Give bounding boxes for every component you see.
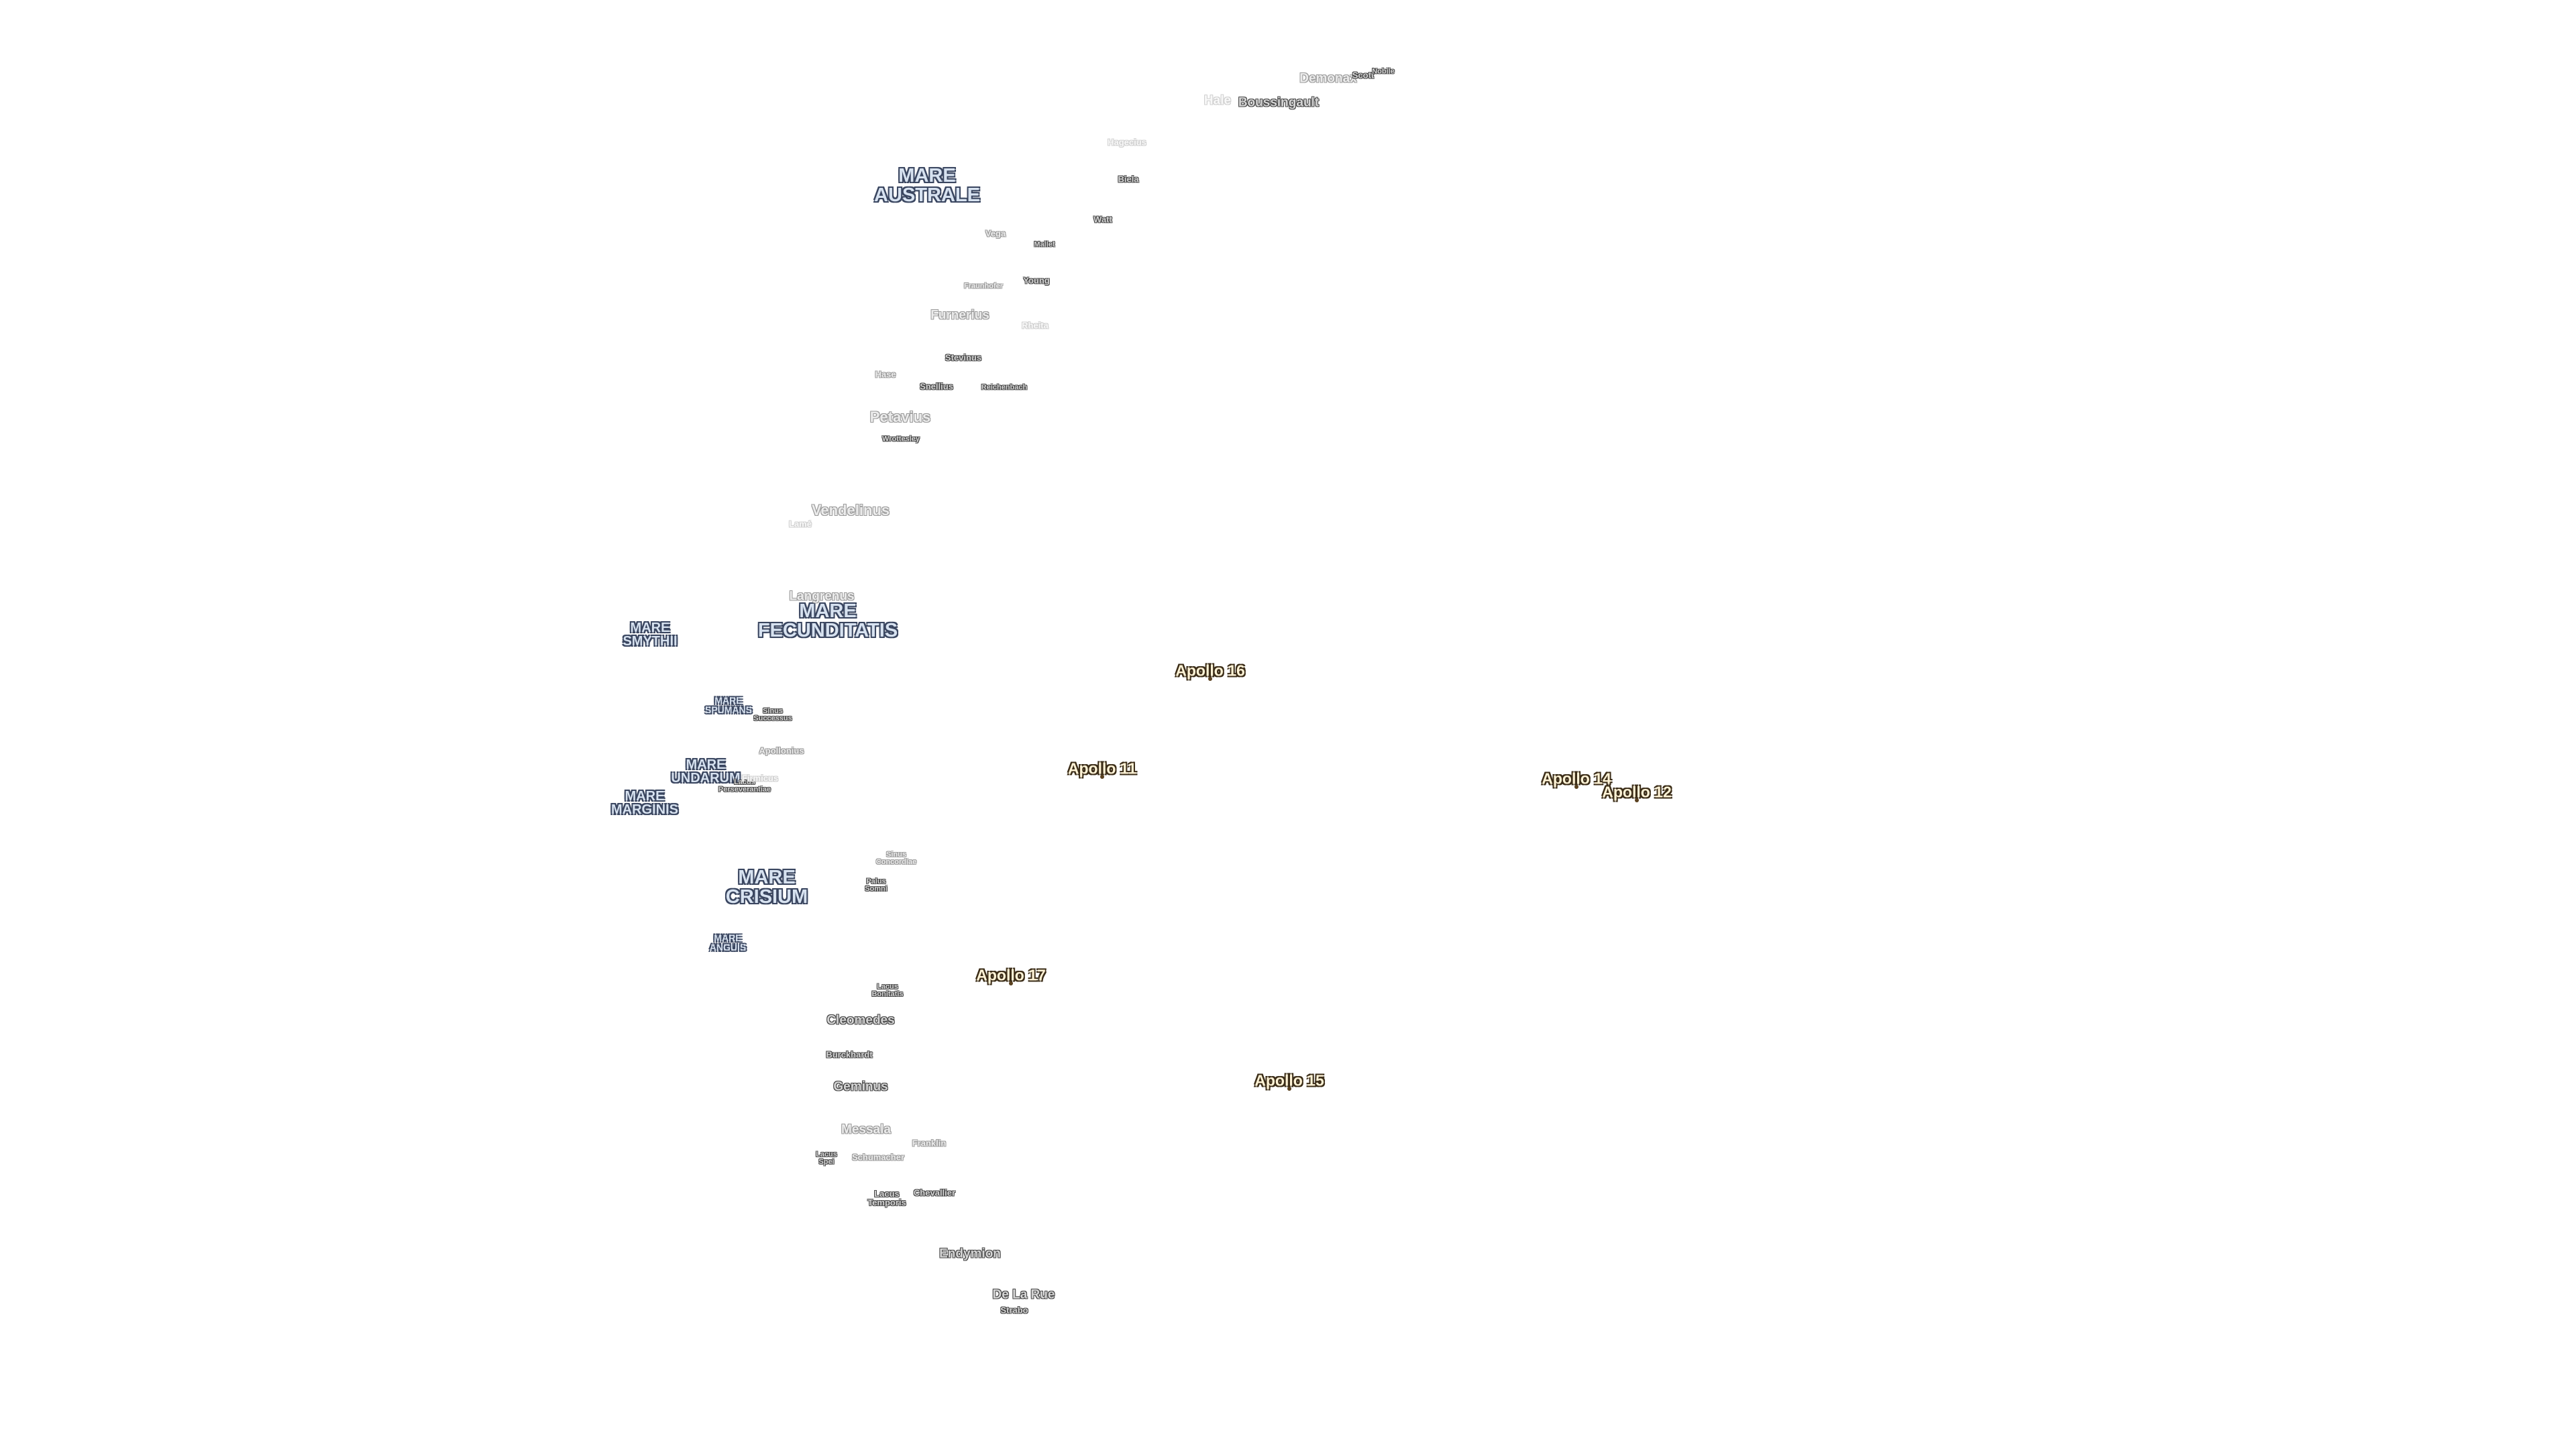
label-apollo-11[interactable]: Apollo 11	[1067, 759, 1137, 777]
label-crater-reichenbach: Reichenbach	[981, 383, 1028, 392]
label-crater-firmicus: Firmicus	[741, 773, 779, 784]
label-mare-spumans: MARE SPUMANS	[704, 695, 753, 715]
label-crater-wrottesley: Wrottesley	[881, 435, 920, 443]
apollo-17-site-marker[interactable]	[1009, 981, 1013, 985]
apollo-15-site-marker[interactable]	[1287, 1087, 1291, 1091]
label-apollo-15[interactable]: Apollo 15	[1254, 1071, 1324, 1089]
label-crater-vega: Vega	[985, 228, 1006, 239]
label-mare-marginis: MARE MARGINIS	[611, 789, 678, 817]
label-crater-young: Young	[1023, 275, 1050, 286]
label-crater-chevallier: Chevallier	[913, 1187, 956, 1198]
label-crater-langrenus: Langrenus	[789, 589, 855, 604]
label-apollo-16[interactable]: Apollo 16	[1175, 661, 1245, 680]
apollo-16-site-marker[interactable]	[1208, 677, 1212, 681]
label-crater-demonax: Demonax	[1299, 71, 1357, 86]
label-crater-strabo: Strabo	[1000, 1305, 1028, 1316]
label-mare-smythii: MARE SMYTHII	[623, 621, 678, 649]
label-crater-franklin: Franklin	[912, 1138, 947, 1148]
label-crater-messala: Messala	[841, 1122, 891, 1137]
label-crater-hale: Hale	[1203, 93, 1232, 108]
label-crater-lame: Lamé	[789, 519, 812, 529]
label-apollo-14[interactable]: Apollo 14	[1542, 769, 1611, 788]
label-mare-undarum: MARE UNDARUM	[671, 757, 741, 786]
label-apollo-12[interactable]: Apollo 12	[1602, 783, 1672, 801]
label-apollo-17[interactable]: Apollo 17	[976, 966, 1046, 984]
label-crater-schumacher: Schumacher	[851, 1152, 905, 1163]
label-crater-snellius: Snellius	[920, 381, 953, 392]
label-crater-furnerius: Furnerius	[930, 308, 989, 323]
label-lacus-bonitatis: Lacus Bonitatis	[871, 983, 904, 998]
label-mare-crisium: MARE CRISIUM	[725, 867, 808, 908]
apollo-14-site-marker[interactable]	[1574, 785, 1578, 789]
label-crater-scott: Scott	[1352, 70, 1375, 80]
apollo-12-site-marker[interactable]	[1635, 798, 1639, 802]
label-lacus-temporis: Lacus Temporis	[867, 1189, 906, 1208]
label-sinus-successus: Sinus Successus	[753, 707, 792, 722]
label-crater-nobile: Nobile	[1372, 67, 1395, 76]
label-crater-hase: Hase	[875, 369, 896, 380]
label-crater-watt: Watt	[1093, 214, 1112, 225]
label-mare-fecunditatis: MARE FECUNDITATIS	[757, 600, 898, 641]
label-crater-petavius: Petavius	[869, 409, 931, 425]
label-sinus-concordiae: Sinus Concordiae	[875, 851, 917, 866]
label-crater-burckhardt: Burckhardt	[826, 1049, 873, 1060]
label-lacus-spei: Lacus Spei	[816, 1150, 837, 1166]
label-crater-boussingault: Boussingault	[1238, 95, 1320, 110]
label-crater-apollonius: Apollonius	[759, 745, 804, 756]
label-crater-hagecius: Hagecius	[1108, 137, 1146, 148]
apollo-11-site-marker[interactable]	[1100, 775, 1104, 779]
label-palus-somni: Palus Somni	[865, 877, 888, 893]
label-crater-mallet: Mallet	[1034, 240, 1055, 249]
label-crater-vendelinus: Vendelinus	[811, 502, 890, 519]
label-mare-australe: MARE AUSTRALE	[874, 165, 980, 206]
label-crater-fraunhofer: Fraunhofer	[963, 282, 1004, 290]
label-crater-geminus: Geminus	[833, 1079, 888, 1094]
label-crater-stevinus: Stevinus	[945, 352, 982, 363]
label-crater-biela: Biela	[1118, 174, 1139, 184]
label-crater-rheita: Rheita	[1022, 320, 1049, 331]
label-crater-de-la-rue: De La Rue	[992, 1287, 1055, 1302]
label-mare-anguis: MARE ANGUIS	[709, 932, 747, 953]
label-crater-cleomedes: Cleomedes	[826, 1013, 895, 1028]
label-lacus-perseverantiae: Lacus Perseverantiae	[718, 778, 771, 794]
label-crater-endymion: Endymion	[939, 1246, 1001, 1261]
